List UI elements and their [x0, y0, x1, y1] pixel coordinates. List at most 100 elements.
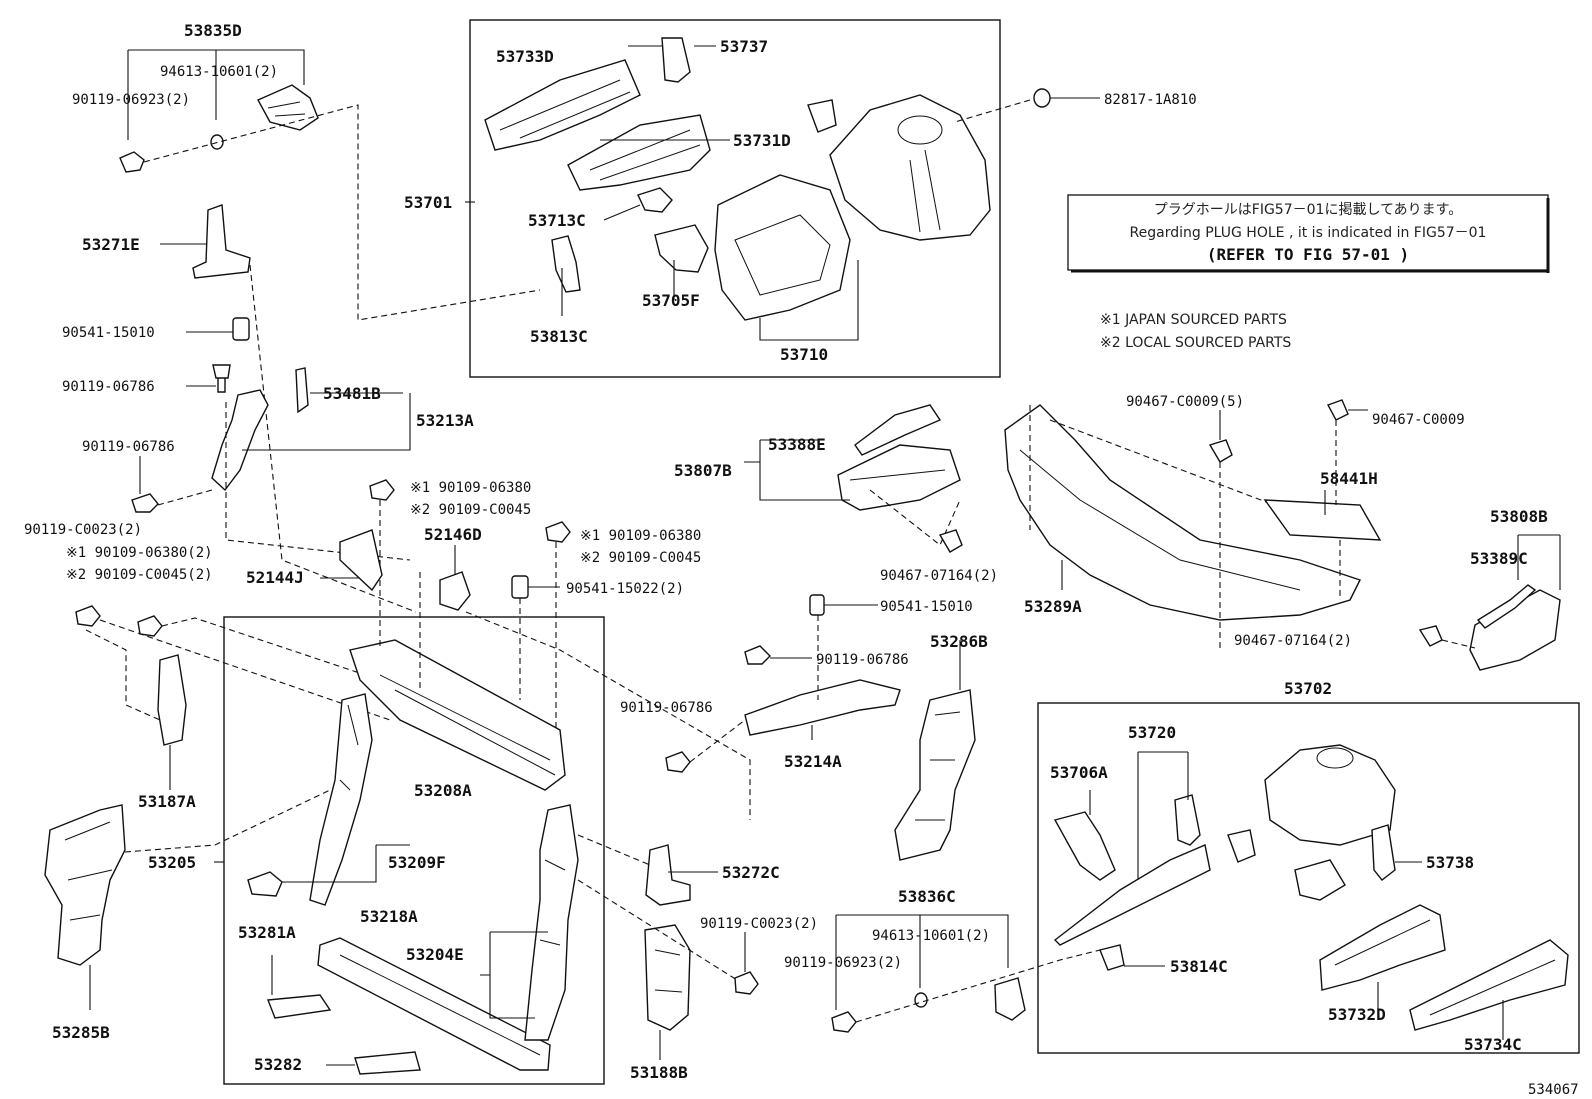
label-90109-06380-mid: ※1 90109-06380 [410, 480, 531, 496]
part-53272C [645, 844, 691, 906]
bolt-90119-06786-d [665, 751, 691, 773]
bolt-90119-06923 [119, 151, 145, 173]
label-53204E: 53204E [406, 945, 464, 964]
label-53286B: 53286B [930, 632, 988, 651]
group-box-53702 [1037, 702, 1580, 1054]
part-53720-bracket [1174, 794, 1201, 846]
figure-id: 534067 [1528, 1082, 1579, 1098]
label-53813C: 53813C [530, 327, 588, 346]
bolt-90119-06786-c [744, 645, 771, 665]
part-53213A [211, 389, 269, 492]
part-53734C [1409, 939, 1569, 1031]
label-53737: 53737 [720, 37, 768, 56]
part-53282 [354, 1051, 421, 1075]
legend-local-sourced: ※2 LOCAL SOURCED PARTS [1100, 335, 1291, 351]
part-53814C [1099, 944, 1125, 971]
part-53281A [267, 994, 332, 1019]
nut-82817 [1033, 88, 1051, 108]
label-53289A: 53289A [1024, 597, 1082, 616]
note-en: Regarding PLUG HOLE , it is indicated in… [1130, 225, 1487, 241]
label-53271E: 53271E [82, 235, 140, 254]
label-53209F: 53209F [388, 853, 446, 872]
part-53731D [567, 114, 711, 191]
bolt-90109-06380-left [75, 605, 101, 627]
part-53835D-bracket [257, 84, 319, 131]
labels: 53835D 94613-10601(2) 90119-06923(2) 537… [24, 21, 1579, 1098]
label-90119-06923-top: 90119-06923(2) [72, 92, 190, 108]
part-53733D [484, 59, 641, 151]
part-53389C [1476, 584, 1537, 629]
label-90541-15022: 90541-15022(2) [566, 581, 684, 597]
label-53731D: 53731D [733, 131, 791, 150]
label-53836C: 53836C [898, 887, 956, 906]
part-53481B [295, 367, 309, 414]
part-53214A [744, 679, 901, 736]
label-90119-C0023-left: 90119-C0023(2) [24, 522, 142, 538]
label-53732D: 53732D [1328, 1005, 1386, 1024]
label-90119-06786-b: 90119-06786 [82, 439, 175, 455]
label-53389C: 53389C [1470, 549, 1528, 568]
bolt-90109-06380-right [545, 521, 571, 543]
part-53732D [1319, 904, 1446, 991]
label-53807B: 53807B [674, 461, 732, 480]
part-53208A [349, 639, 566, 791]
label-53713C: 53713C [528, 211, 586, 230]
part-53188B [644, 924, 691, 1031]
label-52144J: 52144J [246, 568, 304, 587]
bolt-90119-06923-bottom [831, 1011, 857, 1033]
label-53702: 53702 [1284, 679, 1332, 698]
label-94613-10601-top: 94613-10601(2) [160, 64, 278, 80]
label-90119-06786-a: 90119-06786 [62, 379, 155, 395]
label-53282: 53282 [254, 1055, 302, 1074]
label-53285B: 53285B [52, 1023, 110, 1042]
nut-90541-15010-mid [809, 594, 825, 616]
group-box-53205 [223, 616, 605, 1085]
bolt-90119-C0023-mid [734, 971, 759, 995]
label-90119-06786-c: 90119-06786 [816, 652, 909, 668]
bolt-90119-06786-a [212, 364, 231, 393]
part-53209F-pillar [309, 693, 373, 906]
label-82817-1A810: 82817-1A810 [1104, 92, 1197, 108]
label-53208A: 53208A [414, 781, 472, 800]
label-90119-06923-bottom: 90119-06923(2) [784, 955, 902, 971]
part-53209F-clip [247, 871, 283, 897]
label-53218A: 53218A [360, 907, 418, 926]
part-53706A [1053, 811, 1116, 881]
label-53814C: 53814C [1170, 957, 1228, 976]
leader-53835D [127, 49, 305, 140]
part-53710 [714, 174, 851, 321]
part-53702-apron [1264, 744, 1396, 846]
label-90541-15010-mid: 90541-15010 [880, 599, 973, 615]
part-53720-rail [1053, 844, 1211, 946]
label-90119-06786-d: 90119-06786 [620, 700, 713, 716]
label-90119-C0023-mid: 90119-C0023(2) [700, 916, 818, 932]
part-53187A [157, 654, 187, 746]
part-53808B [1469, 589, 1561, 671]
label-90467-07164-right: 90467-07164(2) [1234, 633, 1352, 649]
part-53705F [654, 224, 709, 273]
label-90467-07164-mid: 90467-07164(2) [880, 568, 998, 584]
legend-japan-sourced: ※1 JAPAN SOURCED PARTS [1100, 312, 1287, 328]
part-52146D [439, 571, 471, 611]
label-53187A: 53187A [138, 792, 196, 811]
note-jp: プラグホールはFIG57－01に掲載してあります。 [1154, 202, 1462, 218]
label-90467-C0009: 90467-C0009 [1372, 412, 1465, 428]
bolt-90109-06380-mid [369, 479, 395, 501]
label-53706A: 53706A [1050, 763, 1108, 782]
label-53720: 53720 [1128, 723, 1176, 742]
washer-94613-bottom [914, 992, 928, 1008]
part-53813C [551, 235, 581, 293]
label-53733D: 53733D [496, 47, 554, 66]
label-53808B: 53808B [1490, 507, 1548, 526]
label-53705F: 53705F [642, 291, 700, 310]
group-box-53701 [469, 19, 1001, 378]
clip-90467-C0009-5 [1208, 439, 1233, 463]
label-58441H: 58441H [1320, 469, 1378, 488]
label-53835D: 53835D [184, 21, 242, 40]
label-90109-C0045-mid: ※2 90109-C0045 [410, 502, 531, 518]
part-53807B-panel [837, 444, 961, 511]
label-53213A: 53213A [416, 411, 474, 430]
part-53286B [894, 689, 976, 861]
part-53701-apron [829, 94, 991, 241]
label-52146D: 52146D [424, 525, 482, 544]
